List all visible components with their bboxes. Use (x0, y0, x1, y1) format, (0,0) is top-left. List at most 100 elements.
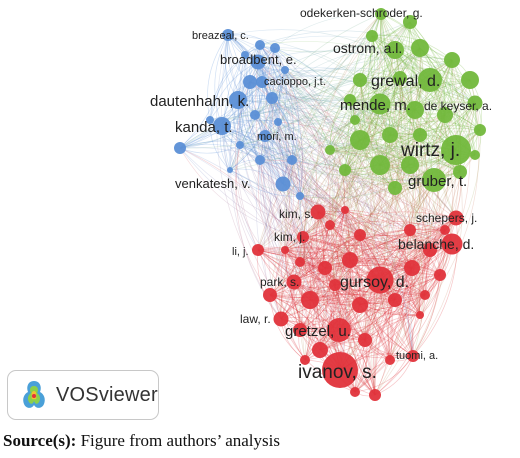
network-node (263, 288, 277, 302)
network-link (344, 79, 471, 211)
network-node (350, 130, 370, 150)
vosviewer-logo-icon (23, 381, 45, 408)
network-link (349, 59, 453, 101)
network-link (319, 259, 351, 351)
network-link (221, 119, 411, 166)
network-link (284, 69, 481, 133)
network-link (227, 29, 431, 81)
network-node (281, 246, 289, 254)
network-link (371, 35, 446, 116)
node-cacioppo (256, 76, 268, 88)
network-link (409, 21, 446, 116)
network-link (344, 169, 369, 306)
network-link (359, 57, 453, 81)
network-link (249, 74, 416, 111)
network-link (334, 274, 441, 293)
network-link (271, 96, 356, 121)
node-wirtz (441, 135, 471, 165)
network-link (329, 144, 461, 173)
node-label-dautenhahn: dautenhahn, k. (150, 93, 249, 110)
network-link (284, 69, 361, 236)
network-link (309, 299, 376, 396)
network-node (312, 342, 328, 358)
network-link (209, 54, 246, 121)
network-link (389, 134, 430, 296)
network-link (339, 229, 446, 371)
network-link (299, 234, 361, 331)
network-node (227, 167, 233, 173)
network-node (255, 40, 265, 50)
network-link (299, 21, 411, 263)
network-link (354, 119, 411, 231)
network-link (284, 79, 361, 251)
network-link (344, 209, 431, 251)
network-link (329, 79, 471, 151)
network-node (404, 260, 420, 276)
network-link (329, 77, 401, 151)
vosviewer-badge: VOSviewer (7, 370, 159, 420)
network-link (335, 119, 366, 341)
network-link (309, 169, 348, 301)
network-link (223, 54, 246, 171)
network-link (304, 79, 361, 301)
network-link (299, 209, 346, 331)
network-link (329, 59, 453, 151)
network-link (419, 59, 453, 136)
network-link (284, 77, 401, 251)
network-link (416, 179, 435, 296)
network-link (269, 243, 453, 298)
network-link (334, 284, 421, 316)
network-link (237, 99, 414, 357)
network-link (371, 35, 457, 151)
network-node (287, 155, 297, 165)
network-link (280, 234, 361, 320)
network-link (349, 139, 361, 236)
network-node (255, 155, 265, 165)
network-link (354, 35, 376, 121)
network-node (206, 116, 214, 124)
network-link (269, 234, 361, 296)
network-node (358, 333, 372, 347)
network-link (284, 209, 346, 251)
network-node (385, 355, 395, 365)
network-link (409, 21, 423, 111)
network-link (284, 159, 300, 251)
network-link (179, 34, 229, 149)
node-label-ostrom: ostrom, a.l. (333, 40, 402, 56)
node-label-kims: kim, s. (279, 207, 314, 221)
network-node (243, 75, 257, 89)
node-label-wirtz: wirtz, j. (400, 140, 460, 161)
node-tuomi (407, 350, 419, 362)
network-link (309, 294, 426, 311)
network-link (334, 229, 446, 286)
network-node (350, 115, 360, 125)
network-node (369, 389, 381, 401)
network-link (349, 259, 414, 357)
node-label-mende: mende, m. (340, 97, 411, 114)
network-link (364, 217, 457, 341)
network-link (229, 169, 391, 361)
network-link (209, 119, 426, 296)
network-link (317, 211, 391, 361)
network-node (440, 225, 450, 235)
network-link (309, 229, 446, 301)
network-link (354, 249, 431, 393)
network-link (257, 159, 295, 283)
network-node (404, 224, 416, 236)
node-label-breazeal: breazeal, c. (192, 30, 249, 42)
node-label-lij: li, j. (232, 246, 249, 258)
network-node (236, 141, 244, 149)
network-node (420, 290, 430, 300)
network-link (334, 284, 391, 361)
network-link (354, 229, 412, 393)
node-label-tuomi: tuomi, a. (396, 350, 438, 362)
network-link (299, 139, 361, 263)
network-link (227, 34, 256, 116)
network-link (412, 109, 446, 231)
network-link (329, 101, 476, 151)
network-link (259, 44, 331, 226)
network-link (319, 229, 411, 351)
node-gursoy (366, 266, 394, 294)
caption-text: Figure from authors’ analysis (76, 431, 280, 450)
node-label-schepers: schepers, j. (416, 211, 477, 225)
